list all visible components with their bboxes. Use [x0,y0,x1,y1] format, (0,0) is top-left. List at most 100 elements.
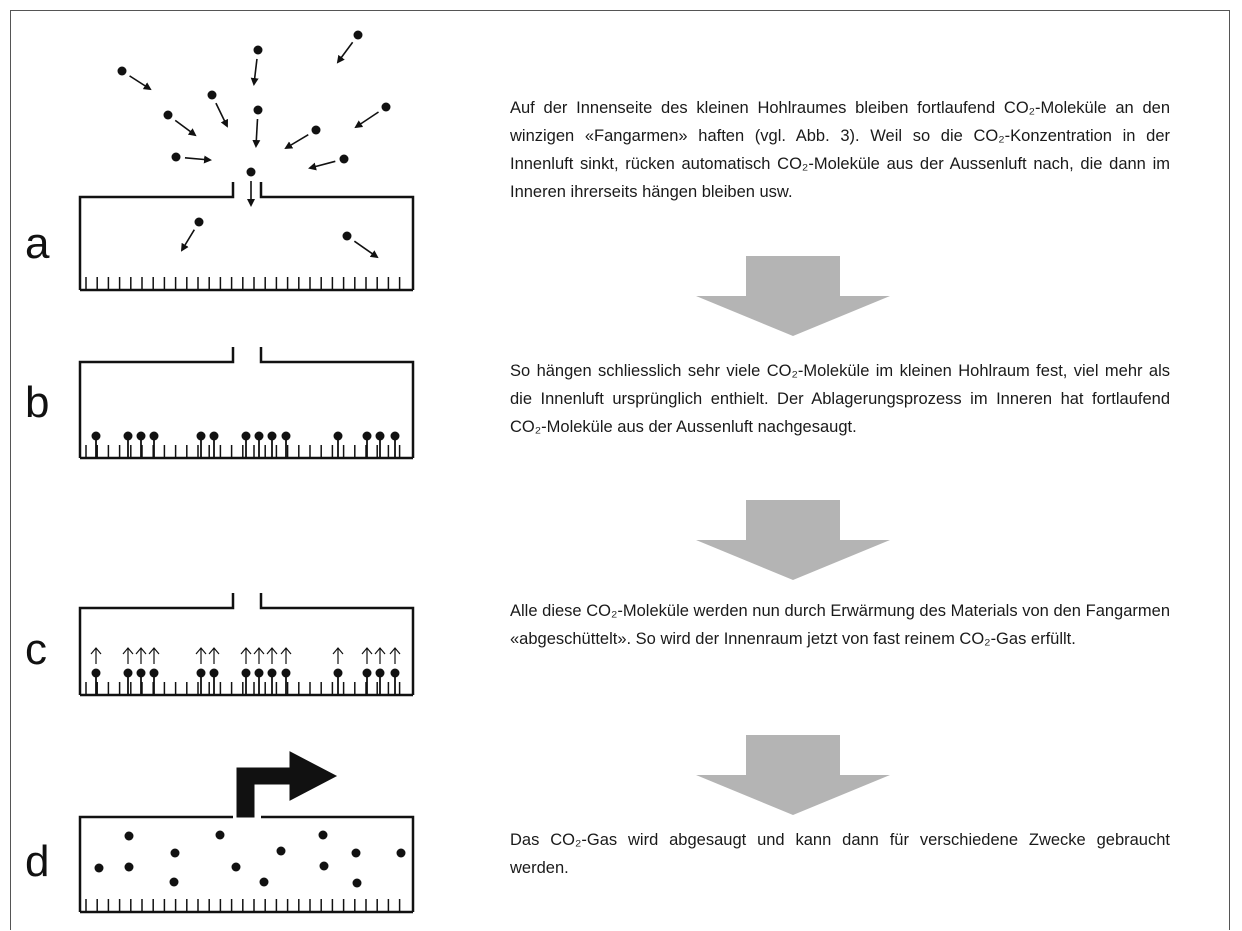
motion-arrow-icon [284,133,309,150]
molecule-icon [196,668,206,678]
molecule-icon [276,846,286,856]
molecule-icon [396,848,406,858]
molecule-icon [124,862,134,872]
release-arrow-icon [280,647,292,664]
molecule-icon [353,30,363,40]
molecule-icon [149,668,159,678]
molecule-icon [209,431,219,441]
release-arrow-icon [135,647,147,664]
step-letter-d: d [25,837,50,886]
molecule-icon [136,431,146,441]
molecule-icon [254,431,264,441]
release-arrow-icon [332,647,344,664]
motion-arrow-icon [354,111,379,129]
molecule-icon [124,831,134,841]
motion-arrow-icon [336,41,354,64]
molecule-icon [339,154,349,164]
molecule-icon [319,861,329,871]
molecule-icon [196,431,206,441]
panel-b-attached-molecules [91,431,400,458]
molecule-icon [259,877,269,887]
molecule-icon [215,830,225,840]
molecule-icon [194,217,204,227]
molecule-icon [231,862,241,872]
molecule-icon [351,848,361,858]
panel-a-chamber [78,182,415,292]
step-text-d: Das CO₂-Gas wird abgesaugt und kann dann… [510,831,1170,877]
molecule-icon [390,431,400,441]
molecule-icon [94,863,104,873]
down-arrow-icon [696,500,890,580]
release-arrow-icon [266,647,278,664]
molecule-icon [170,848,180,858]
panel-c-attached-molecules [91,668,400,695]
step-text-b: So hängen schliesslich sehr viele CO₂-Mo… [510,362,1170,436]
panel-d-free-molecules [94,830,406,888]
motion-arrow-icon [180,229,196,252]
molecule-icon [267,431,277,441]
molecule-icon [169,877,179,887]
motion-arrow-icon [252,118,261,148]
molecule-icon [362,431,372,441]
molecule-icon [253,45,263,55]
molecule-icon [91,668,101,678]
molecule-icon [390,668,400,678]
release-arrow-icon [374,647,386,664]
molecule-icon [209,668,219,678]
panel-c-chamber [78,593,415,697]
molecule-icon [254,668,264,678]
motion-arrow-icon [308,160,336,171]
motion-arrow-icon [250,58,259,86]
motion-arrow-icon [174,119,197,137]
molecule-icon [207,90,217,100]
molecule-icon [149,431,159,441]
molecule-icon [362,668,372,678]
release-arrow-icon [253,647,265,664]
panel-a-molecules [117,30,391,259]
release-arrow-icon [389,647,401,664]
panel-c-release-arrows [90,647,401,664]
motion-arrow-icon [129,75,152,91]
molecule-icon [123,668,133,678]
release-arrow-icon [148,647,160,664]
release-arrow-icon [361,647,373,664]
molecule-icon [311,125,321,135]
step-letter-b: b [25,378,50,427]
molecule-icon [163,110,173,120]
molecule-icon [241,668,251,678]
release-arrow-icon [195,647,207,664]
molecule-icon [246,167,256,177]
figure-frame [10,10,1230,930]
molecule-icon [318,830,328,840]
molecule-icon [352,878,362,888]
molecule-icon [281,431,291,441]
step-letter-c: c [25,625,47,674]
release-arrow-icon [122,647,134,664]
molecule-icon [281,668,291,678]
molecule-icon [267,668,277,678]
down-arrow-icon [696,256,890,336]
molecule-icon [171,152,181,162]
down-arrow-icon [696,735,890,815]
molecule-icon [136,668,146,678]
step-letter-a: a [25,219,50,268]
molecule-icon [117,66,127,76]
molecule-icon [342,231,352,241]
molecule-icon [241,431,251,441]
step-text-a: Auf der Innenseite des kleinen Hohlraume… [510,99,1170,201]
molecule-icon [253,105,263,115]
molecule-icon [375,668,385,678]
exhaust-arrow-icon [236,751,338,818]
motion-arrow-icon [215,102,228,128]
molecule-icon [333,431,343,441]
release-arrow-icon [90,647,102,664]
step-text-c: Alle diese CO₂-Moleküle werden nun durch… [510,602,1170,648]
molecule-icon [375,431,385,441]
motion-arrow-icon [353,240,379,259]
release-arrow-icon [240,647,252,664]
molecule-icon [381,102,391,112]
release-arrow-icon [208,647,220,664]
panel-d-chamber [78,815,415,914]
